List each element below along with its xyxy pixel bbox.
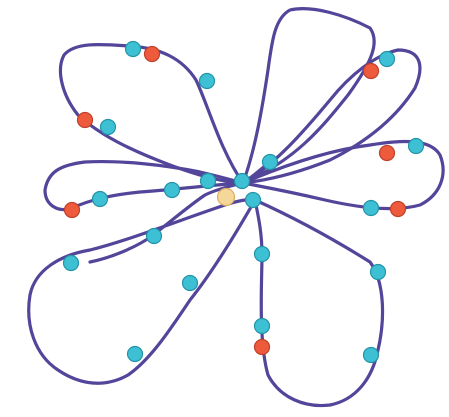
cyan-node — [201, 174, 216, 189]
cyan-node — [165, 183, 180, 198]
red-node — [65, 203, 80, 218]
cyan-node — [147, 229, 162, 244]
red-node — [380, 146, 395, 161]
cyan-node — [126, 42, 141, 57]
cyan-node — [93, 192, 108, 207]
red-node — [145, 47, 160, 62]
cyan-node — [246, 193, 261, 208]
cyan-node — [200, 74, 215, 89]
cyan-node — [183, 276, 198, 291]
cyan-node — [255, 247, 270, 262]
cyan-node — [101, 120, 116, 135]
cyan-node — [371, 265, 386, 280]
cyan-node — [409, 139, 424, 154]
cyan-node — [255, 319, 270, 334]
cyan-node — [128, 347, 143, 362]
red-node — [255, 340, 270, 355]
cyan-node — [263, 155, 278, 170]
cyan-node — [64, 256, 79, 271]
cyan-node — [364, 348, 379, 363]
red-node — [364, 64, 379, 79]
cyan-node — [380, 52, 395, 67]
cyan-node — [235, 174, 250, 189]
cyan-node — [364, 201, 379, 216]
red-node — [391, 202, 406, 217]
red-node — [78, 113, 93, 128]
center-node — [218, 189, 235, 206]
